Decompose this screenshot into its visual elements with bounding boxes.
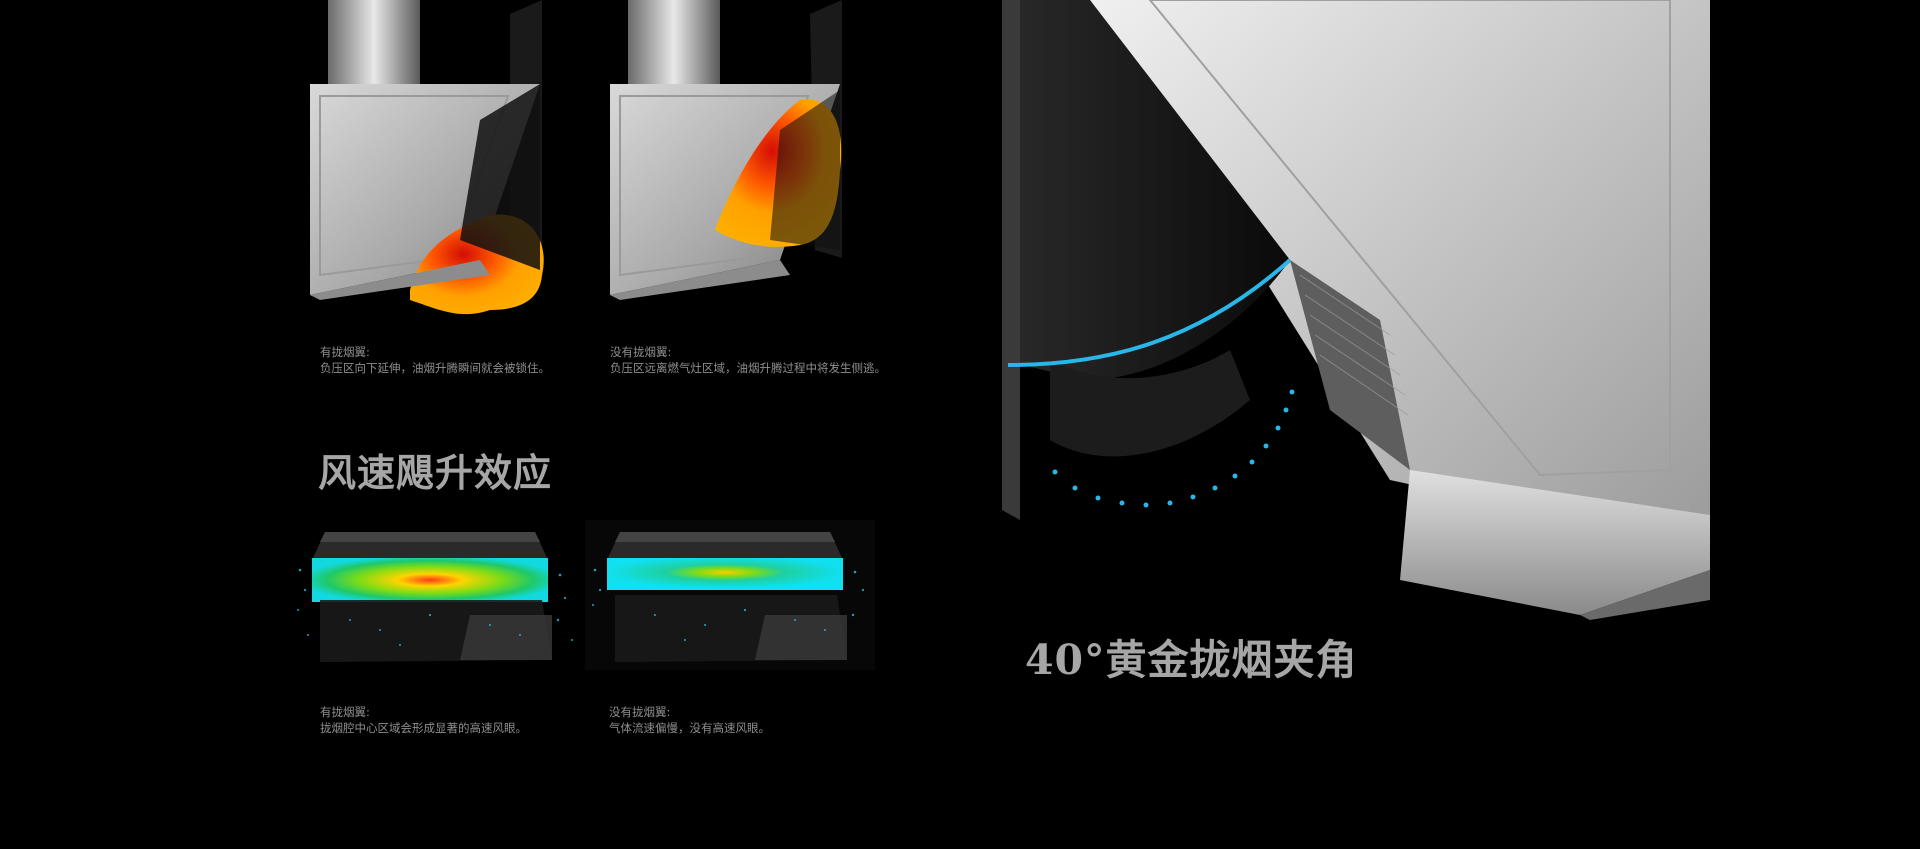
- range-hood-product-image: [1002, 0, 1710, 620]
- caption-without-wing-pressure: 没有拢烟翼: 负压区远离燃气灶区域，油烟升腾过程中将发生侧逃。: [610, 344, 886, 376]
- caption-without-wing-airflow: 没有拢烟翼: 气体流速偏慢，没有高速风眼。: [609, 704, 770, 736]
- caption-title: 没有拢烟翼:: [609, 705, 671, 719]
- caption-title: 有拢烟翼:: [320, 345, 370, 359]
- caption-body: 气体流速偏慢，没有高速风眼。: [609, 721, 770, 735]
- airflow-diagram-without-wing: [585, 520, 875, 670]
- particle-cloud: [592, 568, 865, 641]
- caption-body: 负压区远离燃气灶区域，油烟升腾过程中将发生侧逃。: [610, 361, 886, 375]
- caption-with-wing-pressure: 有拢烟翼: 负压区向下延伸，油烟升腾瞬间就会被锁住。: [320, 344, 550, 376]
- hood-pressure-diagram-with-wing: [310, 0, 544, 315]
- airflow-diagram-with-wing: [297, 532, 573, 662]
- hood-pressure-diagram-without-wing: [610, 0, 842, 300]
- caption-with-wing-airflow: 有拢烟翼: 拢烟腔中心区域会形成显著的高速风眼。: [320, 704, 527, 736]
- caption-body: 拢烟腔中心区域会形成显著的高速风眼。: [320, 721, 527, 735]
- section-heading: 风速飓升效应: [318, 450, 553, 495]
- airflow-arc: [1007, 258, 1292, 367]
- caption-title: 没有拢烟翼:: [610, 345, 672, 359]
- caption-title: 有拢烟翼:: [320, 705, 370, 719]
- caption-body: 负压区向下延伸，油烟升腾瞬间就会被锁住。: [320, 361, 550, 375]
- angle-dotted-arc: [1052, 389, 1295, 508]
- feature-heading: 40°黄金拢烟夹角: [1025, 636, 1358, 684]
- particle-cloud: [297, 568, 573, 646]
